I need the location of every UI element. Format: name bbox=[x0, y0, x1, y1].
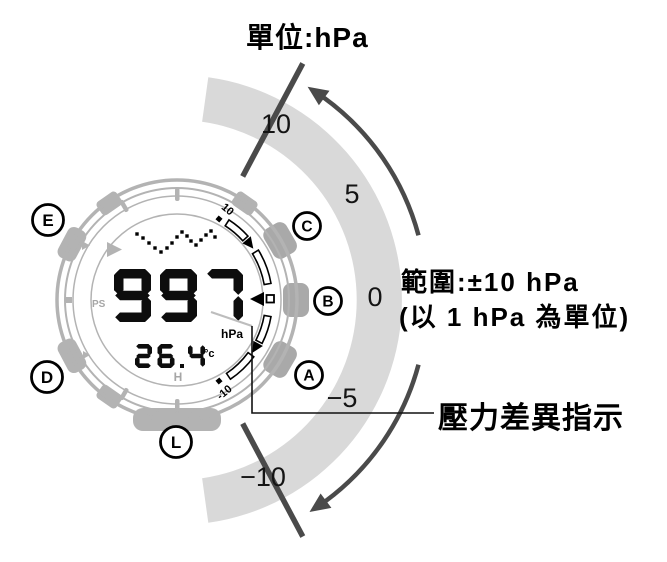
watch-case-outer-ring bbox=[55, 178, 299, 422]
range-label-line1: 範圍:±10 hPa bbox=[401, 267, 580, 297]
button-label-l: L bbox=[159, 425, 193, 459]
range-band bbox=[202, 77, 402, 523]
watch-scale-arc bbox=[224, 218, 250, 242]
unit-label: 單位:hPa bbox=[246, 21, 369, 53]
range-arrow bbox=[307, 86, 421, 512]
arc-tick-minus10: −10 bbox=[240, 462, 286, 492]
callout-label: 壓力差異指示 bbox=[438, 402, 624, 435]
watch-illustration: 10 -10 hPa °c H PS E C B A D bbox=[30, 178, 343, 459]
bezel-tick-6 bbox=[175, 399, 180, 412]
watch-scale-arrow-icon bbox=[242, 236, 254, 249]
button-label-e: E bbox=[31, 203, 65, 237]
dial-triangle-small-top bbox=[82, 241, 90, 250]
watch-scale-bottom-label: -10 bbox=[215, 383, 235, 402]
graph-dot bbox=[170, 241, 174, 245]
callout-leader-gray bbox=[210, 310, 253, 328]
svg-text:C: C bbox=[301, 219, 312, 236]
range-end-tick bbox=[240, 422, 306, 538]
dial-square-9 bbox=[66, 297, 72, 303]
pressure-readout bbox=[114, 269, 243, 322]
arc-tick-5: 5 bbox=[344, 179, 359, 209]
watch-scale-arrow-icon bbox=[252, 340, 263, 353]
button-label-c: C bbox=[292, 211, 322, 241]
graph-dot bbox=[153, 246, 157, 250]
range-arrow-upper bbox=[322, 95, 421, 236]
graph-dot bbox=[141, 236, 145, 240]
svg-text:B: B bbox=[322, 294, 333, 311]
bezel-tick-7 bbox=[119, 388, 129, 401]
range-arrow-lower-head-icon bbox=[309, 493, 332, 512]
graph-dot bbox=[175, 235, 179, 239]
history-indicator: H bbox=[174, 370, 183, 384]
bezel-tick-12 bbox=[175, 188, 180, 201]
temperature-readout bbox=[135, 344, 205, 368]
arc-tick-minus5: −5 bbox=[327, 383, 358, 413]
graph-dot bbox=[199, 238, 203, 242]
range-end-ticks bbox=[240, 62, 306, 538]
range-arrow-upper-head-icon bbox=[307, 86, 330, 106]
watch-scale-bottom-square bbox=[215, 377, 223, 385]
graph-dot bbox=[147, 241, 151, 245]
watch-scale-arc bbox=[254, 314, 272, 345]
watch-scale-top-square bbox=[215, 215, 223, 223]
bezel-tick-11 bbox=[119, 199, 129, 212]
graph-dot bbox=[194, 243, 198, 247]
arc-tick-0: 0 bbox=[367, 282, 382, 312]
graph-dot bbox=[209, 229, 213, 233]
callout-line bbox=[251, 326, 434, 414]
graph-dot bbox=[180, 230, 184, 234]
range-band-shape bbox=[202, 77, 402, 523]
svg-text:D: D bbox=[41, 368, 53, 387]
graph-dot bbox=[213, 235, 217, 239]
watch-scale-arc bbox=[251, 248, 272, 286]
svg-text:E: E bbox=[42, 211, 53, 230]
button-label-a: A bbox=[294, 360, 324, 390]
zero-pointer-icon bbox=[250, 292, 264, 306]
graph-dot bbox=[204, 233, 208, 237]
arc-tick-10: 10 bbox=[261, 109, 291, 139]
graph-dot bbox=[165, 246, 169, 250]
watch-pressure-diff-scale bbox=[224, 218, 272, 381]
dial-triangle-large bbox=[107, 242, 122, 257]
ps-indicator: PS bbox=[92, 299, 106, 310]
button-label-b: B bbox=[313, 286, 343, 316]
svg-text:L: L bbox=[171, 433, 181, 452]
range-arrow-lower bbox=[324, 364, 421, 503]
graph-dot bbox=[185, 234, 189, 238]
zero-pointer-square-icon bbox=[265, 294, 275, 304]
watch-scale-arc bbox=[225, 351, 255, 381]
dial-triangle-small-bottom bbox=[83, 351, 90, 359]
temperature-unit-label: °c bbox=[204, 348, 215, 360]
button-label-d: D bbox=[30, 360, 64, 394]
range-label-line2: (以 1 hPa 為單位) bbox=[399, 302, 630, 332]
graph-dot bbox=[135, 232, 139, 236]
graph-dot bbox=[189, 239, 193, 243]
range-end-tick bbox=[240, 62, 306, 178]
pressure-unit-label: hPa bbox=[221, 327, 243, 341]
graph-dot bbox=[159, 250, 163, 254]
svg-text:A: A bbox=[303, 368, 314, 385]
barometric-graph bbox=[135, 229, 217, 254]
